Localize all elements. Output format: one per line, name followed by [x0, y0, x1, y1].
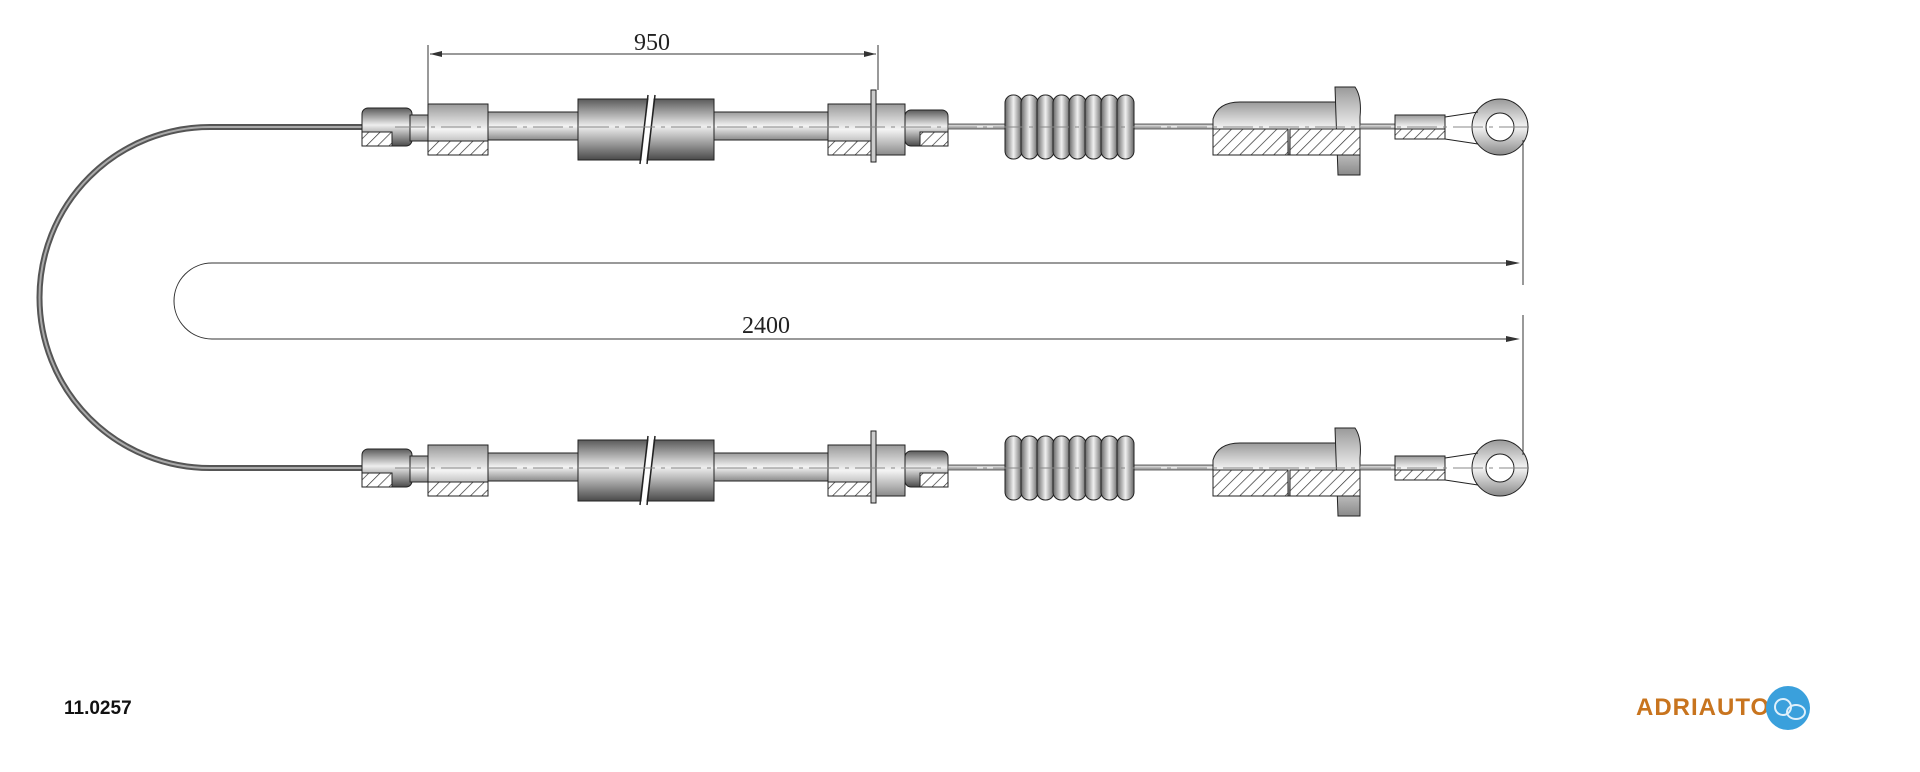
upper-cable-assembly: [361, 86, 1531, 176]
dimension-label-950: 950: [634, 30, 670, 56]
dimension-2400: 2400: [173, 140, 1524, 455]
lower-cable-assembly: [361, 427, 1531, 517]
brand-logo: ADRIAUTO: [1636, 686, 1811, 730]
logo-text: ADRIAUTO: [1636, 694, 1771, 721]
logo-mark-icon: [1766, 686, 1811, 730]
dimension-label-2400: 2400: [742, 313, 790, 339]
dimension-950: 950: [427, 30, 879, 104]
part-number: 11.0257: [64, 698, 132, 719]
